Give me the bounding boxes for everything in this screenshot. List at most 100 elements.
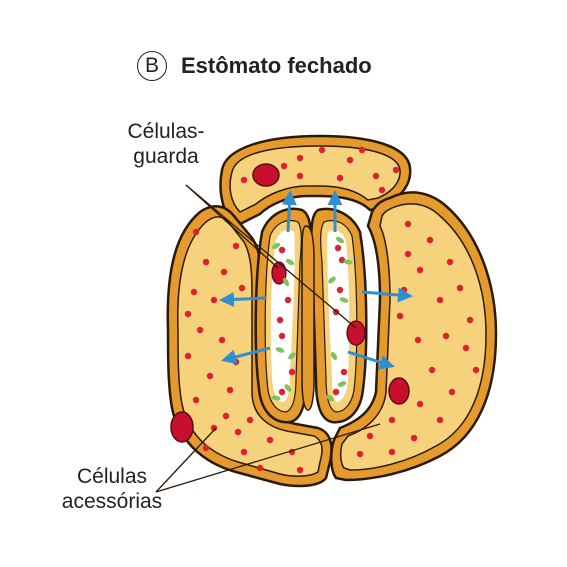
arrow	[361, 287, 413, 303]
chloroplast-green-dot	[282, 277, 290, 287]
chloroplast-dot	[462, 344, 470, 352]
chloroplast-green-dot	[343, 259, 353, 265]
chloroplast-dot	[232, 242, 240, 250]
chloroplast-dot	[190, 288, 198, 296]
chloroplast-dot	[266, 436, 274, 444]
chloroplast-green-dot	[335, 236, 345, 244]
chloroplast-dot	[280, 162, 288, 170]
chloroplast-dot	[388, 448, 396, 456]
chloroplast-dot	[456, 284, 464, 292]
chloroplast-dot	[278, 332, 286, 340]
label-line: Células-	[127, 120, 205, 143]
chloroplast-dot	[404, 220, 412, 228]
chloroplast-dot	[278, 388, 286, 396]
chloroplast-dot	[278, 246, 286, 254]
chloroplast-dot	[466, 316, 474, 324]
chloroplast-dot	[210, 424, 218, 432]
nuclei	[170, 163, 410, 443]
chloroplast-green-dot	[339, 297, 349, 303]
leader-line-guard-right	[185, 184, 357, 329]
chloroplast-green-dot	[288, 352, 296, 360]
chloroplast-dot	[246, 416, 254, 424]
chloroplasts-red	[184, 146, 480, 474]
chloroplast-dot	[240, 176, 248, 184]
chloroplast-green-dot	[271, 242, 281, 250]
chloroplast-dot	[396, 312, 404, 320]
guard-cell-right	[310, 207, 368, 424]
title-text: Estômato fechado	[181, 53, 372, 78]
chloroplast-dot	[192, 396, 200, 404]
chloroplast-dot	[336, 174, 344, 182]
chloroplast-dot	[334, 244, 342, 252]
leader-line-accessory-right	[155, 423, 381, 493]
chloroplast-dot	[220, 268, 228, 276]
accessory-cell-right	[330, 191, 498, 482]
label-line: guarda	[133, 145, 199, 168]
chloroplast-dot	[240, 448, 248, 456]
chloroplast-dot	[184, 352, 192, 360]
nucleus	[170, 411, 194, 443]
chloroplast-dot	[218, 336, 226, 344]
chloroplast-dot	[184, 310, 192, 318]
chloroplast-dot	[296, 466, 304, 474]
chloroplast-dot	[388, 416, 396, 424]
chloroplast-dot	[356, 450, 364, 458]
chloroplast-dot	[210, 296, 218, 304]
chloroplast-dot	[238, 284, 246, 292]
chloroplast-dot	[378, 186, 386, 194]
chloroplasts-green	[271, 236, 353, 402]
chloroplast-dot	[202, 258, 210, 266]
chloroplast-dot	[448, 388, 456, 396]
chloroplast-dot	[436, 416, 444, 424]
figure-title: B Estômato fechado	[137, 49, 372, 83]
chloroplast-dot	[472, 366, 480, 374]
arrow	[221, 346, 271, 365]
chloroplast-dot	[366, 432, 374, 440]
chloroplast-dot	[288, 368, 296, 376]
chloroplast-dot	[358, 146, 366, 154]
chloroplast-dot	[400, 286, 408, 294]
chloroplast-dot	[346, 156, 354, 164]
leader-lines	[155, 184, 381, 493]
chloroplast-dot	[296, 154, 304, 162]
chloroplast-dot	[416, 400, 424, 408]
chloroplast-dot	[436, 296, 444, 304]
arrow	[347, 350, 395, 370]
chloroplast-dot	[442, 332, 450, 340]
chloroplast-dot	[336, 286, 344, 294]
chloroplast-dot	[414, 336, 422, 344]
chloroplast-dot	[192, 228, 200, 236]
chloroplast-dot	[410, 434, 418, 442]
chloroplast-green-dot	[284, 384, 292, 392]
chloroplast-dot	[392, 166, 400, 174]
chloroplast-dot	[222, 412, 230, 420]
chloroplast-dot	[428, 366, 436, 374]
chloroplast-dot	[284, 296, 292, 304]
chloroplast-dot	[372, 172, 380, 180]
chloroplast-dot	[340, 368, 348, 376]
arrow	[219, 291, 267, 307]
chloroplast-dot	[276, 316, 284, 324]
label-accessory-cells: Células acessórias	[38, 464, 186, 514]
chloroplast-dot	[426, 236, 434, 244]
chloroplast-dot	[256, 464, 264, 472]
nucleus	[252, 163, 280, 187]
nucleus	[388, 377, 410, 405]
stomatal-pore	[301, 225, 315, 411]
chloroplast-dot	[202, 444, 210, 452]
accessory-cell-top	[219, 134, 412, 228]
chloroplast-green-dot	[285, 258, 295, 266]
chloroplast-dot	[206, 372, 214, 380]
label-line: acessórias	[61, 490, 163, 513]
label-line: Células	[76, 465, 148, 488]
chloroplast-green-dot	[328, 276, 336, 284]
panel-letter-badge: B	[137, 51, 167, 81]
chloroplast-dot	[318, 146, 326, 154]
leader-line-guard-left	[185, 184, 279, 269]
chloroplast-dot	[196, 326, 204, 334]
chloroplast-dot	[404, 250, 412, 258]
nucleus	[271, 261, 287, 285]
chloroplast-green-dot	[330, 351, 338, 361]
